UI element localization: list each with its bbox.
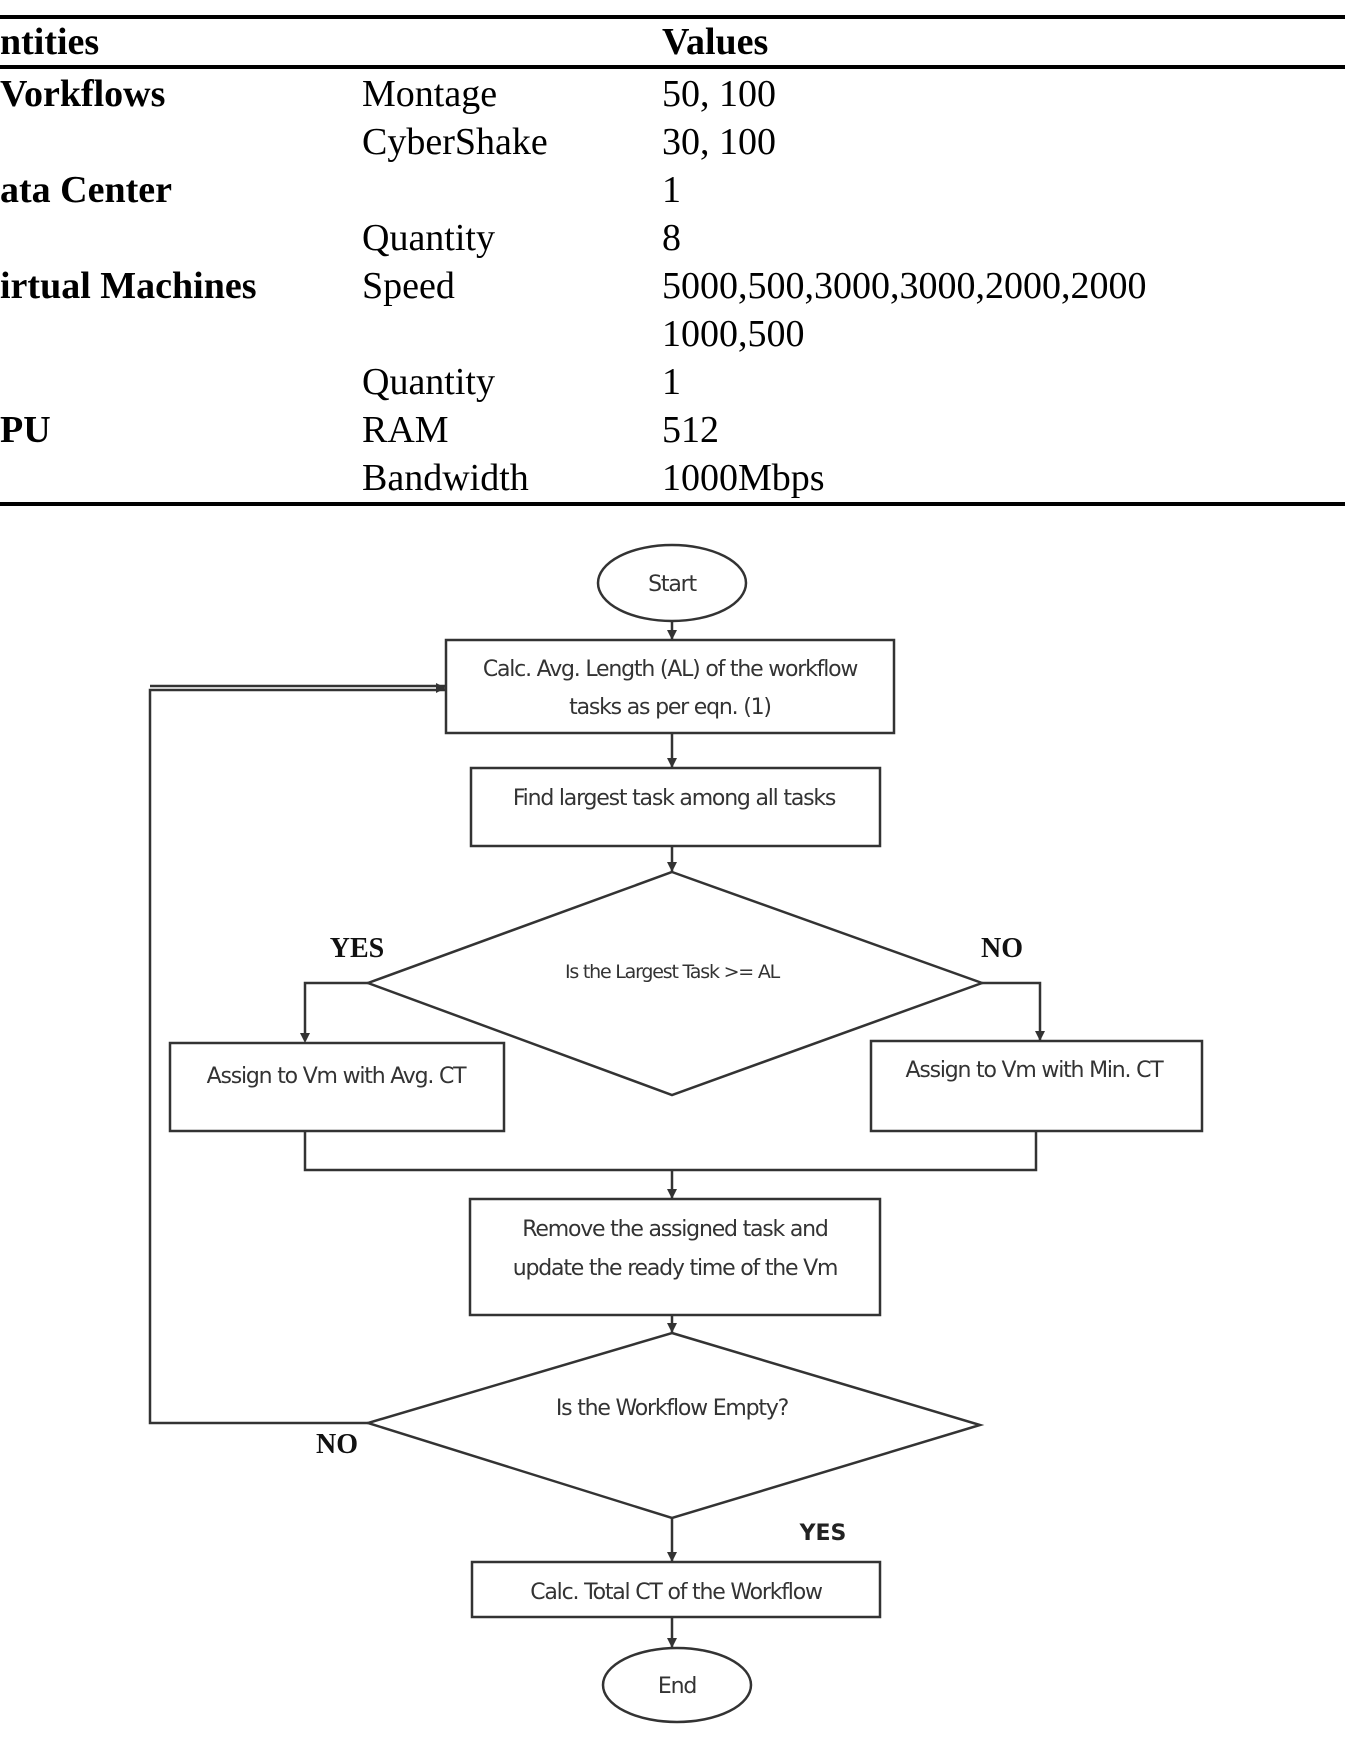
yes-label: YES [330, 933, 384, 964]
calc-total-label: Calc. Total CT of the Workflow [530, 1580, 823, 1605]
end-label: End [658, 1674, 696, 1699]
row-value: 1 [662, 169, 681, 211]
header-values: Values [662, 21, 769, 63]
merge-connector [303, 1131, 1038, 1172]
row-param: Bandwidth [362, 457, 529, 499]
yes-branch-connector [303, 981, 368, 1038]
table-bottom-rule [0, 502, 1345, 506]
row-value: 50, 100 [662, 73, 776, 115]
arrow-head-icon [667, 862, 677, 872]
row-param: Montage [362, 73, 498, 115]
table-top-rule [0, 15, 1345, 19]
remove-task-box [468, 1197, 882, 1317]
remove-label-line1: Remove the assigned task and [522, 1217, 827, 1242]
arrow-head-icon [667, 1638, 677, 1648]
calc-avg-label-line2: tasks as per eqn. (1) [569, 695, 771, 720]
start-label: Start [648, 572, 697, 597]
row-value: 1000,500 [662, 313, 805, 355]
arrow-head-icon [667, 1189, 677, 1199]
find-largest-task-box [469, 766, 882, 848]
assign-min-label: Assign to Vm with Min. CT [905, 1058, 1164, 1083]
row-value: 1 [662, 361, 681, 403]
row-param: RAM [362, 409, 449, 451]
row-entity: PU [0, 409, 51, 451]
no-loop-connector [148, 688, 446, 1425]
arrow-head-icon [667, 1552, 677, 1562]
header-entities: ntities [0, 21, 100, 63]
row-param: Quantity [362, 217, 495, 259]
row-entity: Vorkflows [0, 73, 166, 115]
row-value: 30, 100 [662, 121, 776, 163]
row-param: CyberShake [362, 121, 548, 163]
row-param: Speed [362, 265, 455, 307]
largest-task-decision [364, 870, 986, 1097]
workflow-empty-decision [363, 1331, 985, 1520]
remove-label-line2: update the ready time of the Vm [513, 1256, 837, 1281]
row-value: 1000Mbps [662, 457, 825, 499]
row-param: Quantity [362, 361, 495, 403]
assign-avg-label: Assign to Vm with Avg. CT [207, 1064, 468, 1089]
row-value: 8 [662, 217, 681, 259]
yes-label-2: YES [799, 1521, 847, 1546]
arrow-head-icon [667, 1323, 677, 1333]
arrow-head-icon [436, 683, 446, 693]
row-value: 5000,500,3000,3000,2000,2000 [662, 265, 1147, 307]
find-largest-label: Find largest task among all tasks [513, 786, 836, 811]
calc-total-ct-box [470, 1560, 882, 1619]
no-branch-connector [982, 981, 1042, 1040]
end-terminal [601, 1646, 753, 1724]
calc-avg-label-line1: Calc. Avg. Length (AL) of the workflow [483, 657, 859, 682]
assign-avg-ct-box [168, 1041, 506, 1133]
header-rule [0, 65, 1345, 69]
assign-min-ct-box [869, 1039, 1204, 1133]
no-label: NO [981, 933, 1023, 964]
row-value: 512 [662, 409, 719, 451]
decision-empty-label: Is the Workflow Empty? [556, 1396, 789, 1421]
row-entity: irtual Machines [0, 265, 257, 307]
decision-largest-label: Is the Largest Task >= AL [565, 961, 781, 983]
no-label-2: NO [316, 1429, 358, 1460]
arrow-head-icon [667, 758, 677, 768]
row-entity: ata Center [0, 169, 172, 211]
arrow-head-icon [667, 630, 677, 640]
arrow-head-icon [1035, 1031, 1045, 1041]
arrow-head-icon [300, 1033, 310, 1043]
